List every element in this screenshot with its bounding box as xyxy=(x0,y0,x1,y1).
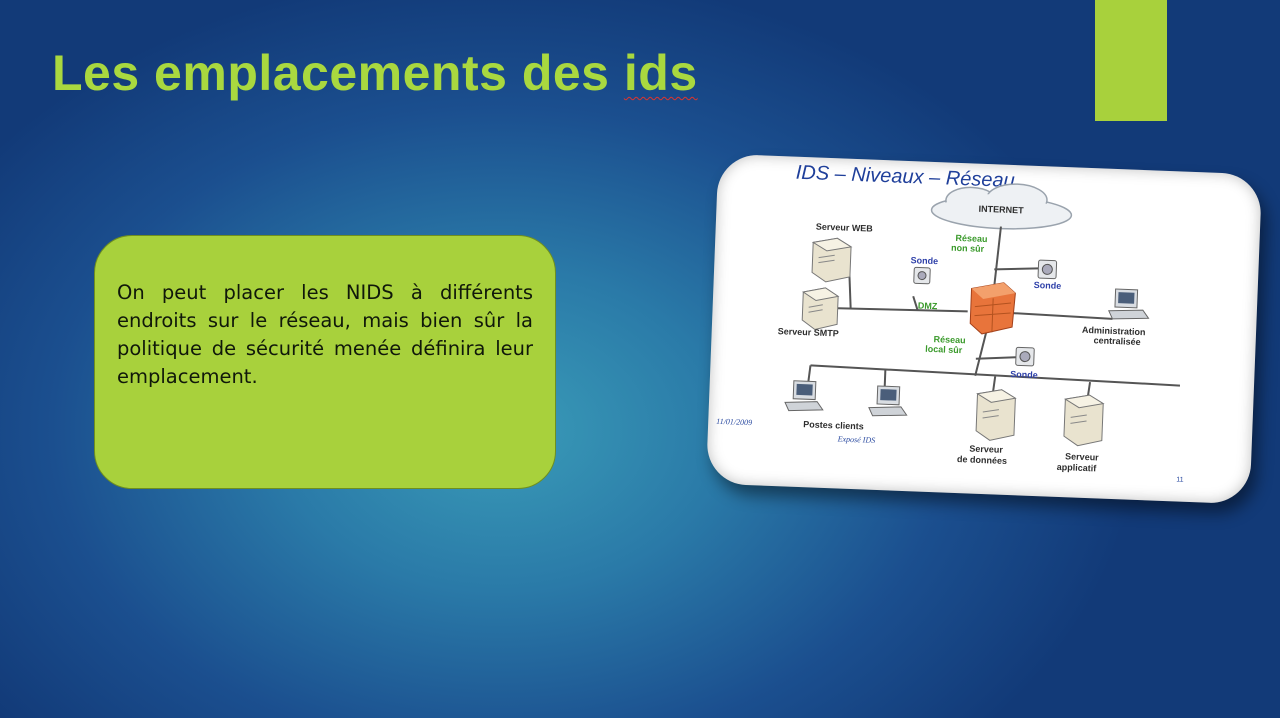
serveur-applicatif-line2: applicatif xyxy=(1057,462,1098,474)
zone-local-sur-line2: local sûr xyxy=(925,344,963,355)
zone-non-sur-line2: non sûr xyxy=(951,243,985,254)
serveur-applicatif-line1: Serveur xyxy=(1065,451,1099,462)
serveur-donnees-line2: de données xyxy=(957,454,1007,466)
diagram-heading: IDS – Niveaux – Réseau xyxy=(795,162,1015,192)
title-spellcheck-word: ids xyxy=(623,45,698,101)
administration-computer-icon xyxy=(1108,288,1150,320)
sonde-icon-right xyxy=(1037,259,1058,280)
accent-bar xyxy=(1095,0,1167,121)
body-text: On peut placer les NIDS à différents end… xyxy=(117,281,533,388)
sonde-label-local: Sonde xyxy=(1010,369,1038,380)
serveur-web-label: Serveur WEB xyxy=(816,221,874,233)
poste-client-icon-1 xyxy=(784,380,824,412)
date-label: 11/01/2009 xyxy=(716,417,752,427)
sonde-icon-local xyxy=(1015,346,1035,367)
sonde-label-right: Sonde xyxy=(1034,280,1062,291)
administration-label-line1: Administration xyxy=(1082,325,1146,337)
sonde-label-left: Sonde xyxy=(910,255,938,266)
serveur-donnees-line1: Serveur xyxy=(969,444,1003,455)
postes-clients-label: Postes clients xyxy=(803,419,864,431)
administration-label-line2: centralisée xyxy=(1093,335,1140,347)
serveur-donnees-icon xyxy=(975,389,1017,441)
poste-client-icon-2 xyxy=(868,385,908,417)
network-links xyxy=(806,226,1181,401)
firewall-icon xyxy=(969,282,1016,335)
expose-label: Exposé IDS xyxy=(836,434,875,444)
network-diagram-image: IDS – Niveaux – Réseau INTERNET xyxy=(705,153,1263,505)
diagram-frame: IDS – Niveaux – Réseau INTERNET xyxy=(705,153,1263,505)
zone-non-sur-line1: Réseau xyxy=(955,233,987,244)
serveur-web-icon xyxy=(811,237,853,283)
content-text-box: On peut placer les NIDS à différents end… xyxy=(94,235,556,489)
serveur-smtp-label: Serveur SMTP xyxy=(778,326,839,338)
zone-dmz-label: DMZ xyxy=(918,300,938,311)
page-number-label: 11 xyxy=(1176,476,1184,483)
title-text: Les emplacements des ids xyxy=(52,45,698,101)
sonde-icon-left xyxy=(913,266,931,285)
internet-label: INTERNET xyxy=(978,204,1024,216)
diagram-svg: IDS – Niveaux – Réseau INTERNET xyxy=(716,162,1184,484)
slide-title: Les emplacements des ids xyxy=(52,44,698,102)
serveur-applicatif-icon xyxy=(1063,394,1105,447)
zone-local-sur-line1: Réseau xyxy=(933,334,965,345)
internet-cloud-icon xyxy=(930,183,1073,230)
serveur-smtp-icon xyxy=(801,287,840,331)
